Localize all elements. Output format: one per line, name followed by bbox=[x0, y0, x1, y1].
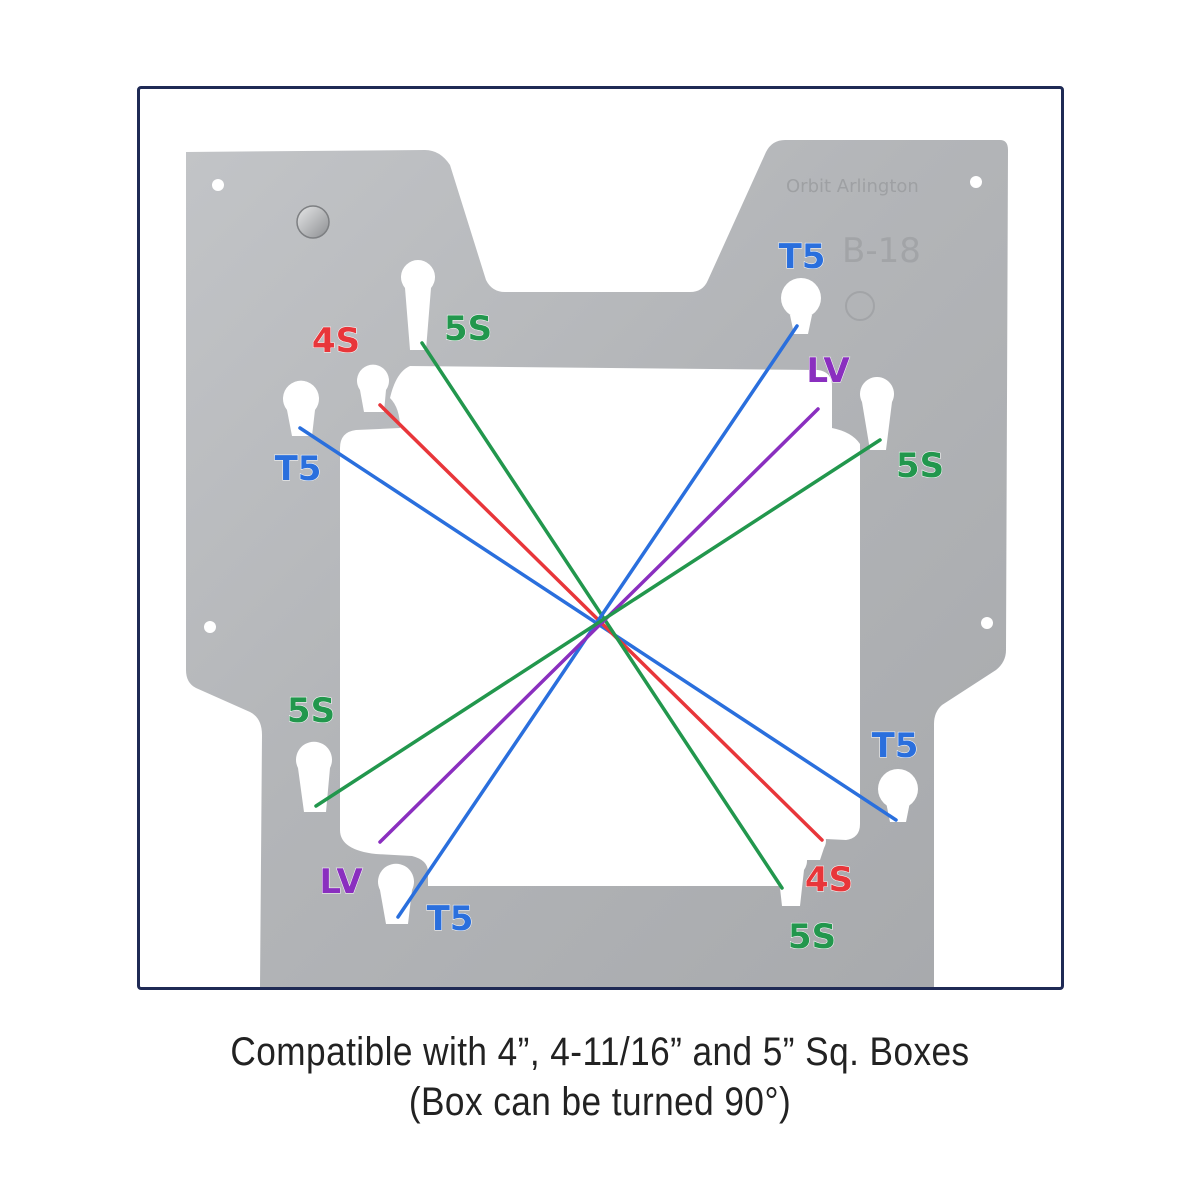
caption-line-1: Compatible with 4”, 4-11/16” and 5” Sq. … bbox=[230, 1030, 970, 1074]
keyhole-slot-icon bbox=[401, 260, 436, 350]
side-hole-icon bbox=[981, 617, 993, 629]
label-5s-right: 5S bbox=[896, 446, 944, 486]
label-5s-bottom-right: 5S bbox=[788, 917, 836, 957]
label-lv-bottom-left: LV bbox=[319, 862, 363, 902]
label-t5-right: T5 bbox=[872, 726, 919, 766]
plate-model-text: B-18 bbox=[842, 231, 921, 271]
label-5s-left: 5S bbox=[287, 691, 335, 731]
keyhole-slot-icon bbox=[781, 278, 821, 318]
keyhole-slot-icon bbox=[886, 802, 910, 822]
connection-line-lv bbox=[378, 407, 820, 844]
connection-line-5s bbox=[314, 438, 882, 808]
ul-mark-icon bbox=[845, 291, 875, 321]
label-t5-top-right: T5 bbox=[779, 237, 826, 277]
plate-stamp-text: Orbit Arlington bbox=[786, 176, 919, 197]
label-t5-left: T5 bbox=[275, 449, 322, 489]
corner-hole-icon bbox=[212, 179, 224, 191]
label-lv-top-right: LV bbox=[806, 351, 850, 391]
label-4s-bottom-right: 4S bbox=[805, 860, 853, 900]
label-4s-top-left: 4S bbox=[312, 321, 360, 361]
corner-hole-icon bbox=[970, 176, 982, 188]
mounting-plate bbox=[186, 140, 1008, 987]
image-frame bbox=[137, 86, 1064, 990]
lv-hole-icon bbox=[814, 393, 830, 409]
label-t5-bottom-left: T5 bbox=[427, 899, 474, 939]
caption-line-2: (Box can be turned 90°) bbox=[408, 1080, 792, 1124]
keyhole-slot-icon bbox=[296, 741, 332, 812]
keyhole-slot-icon bbox=[357, 364, 390, 412]
keyhole-slot-icon bbox=[775, 844, 807, 906]
keyhole-slot-icon bbox=[283, 380, 319, 436]
side-hole-icon bbox=[204, 621, 216, 633]
connection-lines bbox=[298, 324, 898, 919]
rivet-icon bbox=[296, 205, 330, 239]
label-5s-top-left: 5S bbox=[444, 309, 492, 349]
keyhole-slot-icon bbox=[860, 377, 895, 450]
keyhole-slot-icon bbox=[878, 769, 918, 809]
